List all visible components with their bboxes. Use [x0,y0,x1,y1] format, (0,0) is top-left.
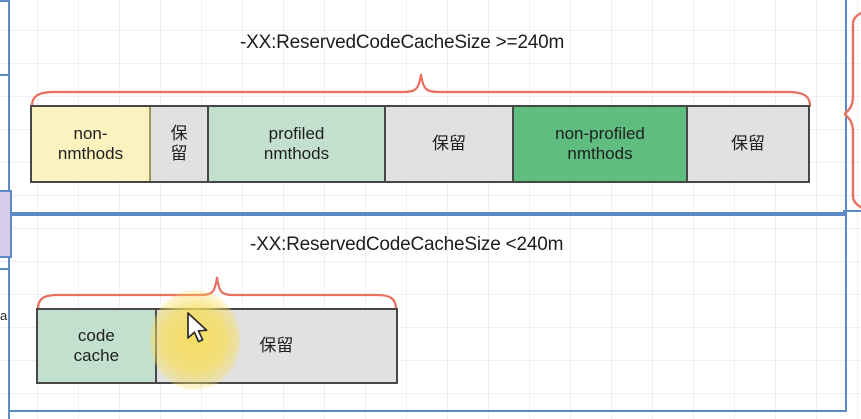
segment-label-line2: 留 [170,144,188,163]
segment-reserved-3[interactable]: 保留 [688,107,808,181]
segment-label-line1: code [77,325,115,345]
segment-label-line2: cache [73,346,120,365]
segment-non-profiled-nmethods[interactable]: non-profiled nmthods [514,107,688,181]
segment-label-line1: 保 [170,123,188,143]
code-cache-bar-small: code cache 保留 [36,308,398,384]
neighbor-divider-mid [0,74,8,76]
segment-label-line1: profiled [268,123,325,143]
segment-label-line1: 保留 [259,335,294,355]
segment-label-line2: nmthods [567,144,633,163]
segment-reserved-1[interactable]: 保留 [156,310,396,382]
segment-label-line1: 保留 [731,133,765,153]
segment-label-line1: non-profiled [555,123,645,143]
segment-code-cache[interactable]: code cache [38,310,157,382]
segment-reserved-2[interactable]: 保留 [386,107,514,181]
segment-label-line2: nmthods [263,144,330,163]
row-1-brace [30,70,812,108]
neighbor-divider-lower [0,268,8,270]
neighbor-label-fragment: a [0,308,8,323]
row-2-label: -XX:ReservedCodeCacheSize <240m [250,234,564,255]
segment-reserved-1[interactable]: 保 留 [151,107,209,181]
segment-profiled-nmethods[interactable]: profiled nmthods [209,107,386,181]
row-1-label: -XX:ReservedCodeCacheSize >=240m [240,32,565,53]
neighbor-node-purple [0,190,12,258]
code-cache-bar-large: non- nmthods 保 留 profiled nmthods 保留 non… [30,105,810,183]
segment-label-line1: non- [73,123,108,143]
segment-label-line1: 保留 [432,133,466,153]
segment-non-nmethods[interactable]: non- nmthods [32,107,151,181]
neighbor-brace-right [843,0,861,230]
segment-label-line2: nmthods [57,144,124,163]
row-2-brace [36,275,398,311]
neighbor-divider-right [843,210,861,212]
neighbor-divider-top [0,0,8,2]
